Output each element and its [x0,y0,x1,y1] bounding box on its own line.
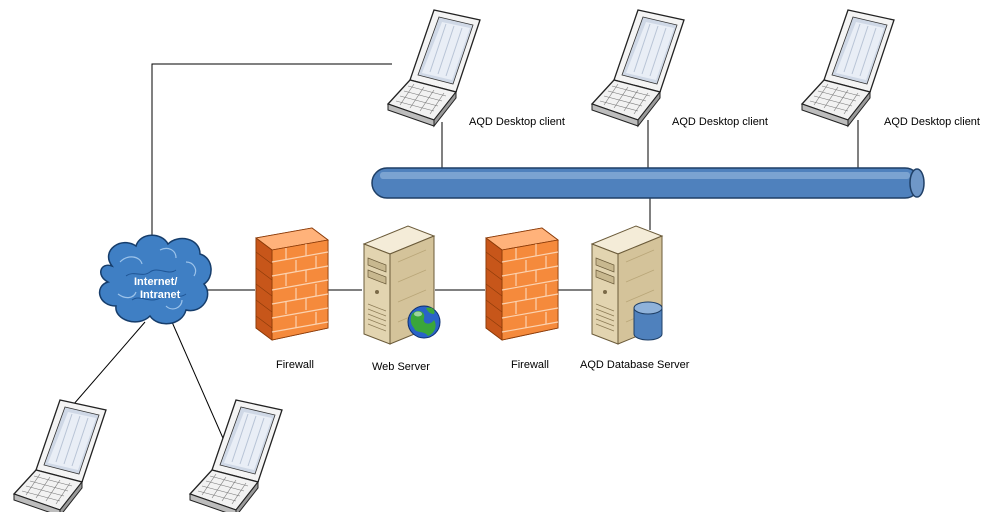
web-server-label: Web Server [372,361,430,373]
globe-icon [407,305,441,339]
laptop-icon[interactable] [591,9,685,127]
network-bus [371,167,925,199]
cloud-icon[interactable] [98,234,212,325]
firewall-label: Firewall [511,359,549,371]
db-server-label: AQD Database Server [580,359,690,371]
laptop-icon[interactable] [387,9,481,127]
cloud-label: Intranet [140,289,181,301]
database-icon [633,301,663,341]
laptop-icon[interactable] [189,399,283,512]
firewall-label: Firewall [276,359,314,371]
firewall-icon[interactable] [255,227,329,341]
client-label: AQD Desktop client [884,116,980,128]
cloud-label: Internet/ [134,276,177,288]
client-label: AQD Desktop client [672,116,768,128]
laptop-icon[interactable] [13,399,107,512]
firewall-icon[interactable] [485,227,559,341]
client-label: AQD Desktop client [469,116,565,128]
laptop-icon[interactable] [801,9,895,127]
